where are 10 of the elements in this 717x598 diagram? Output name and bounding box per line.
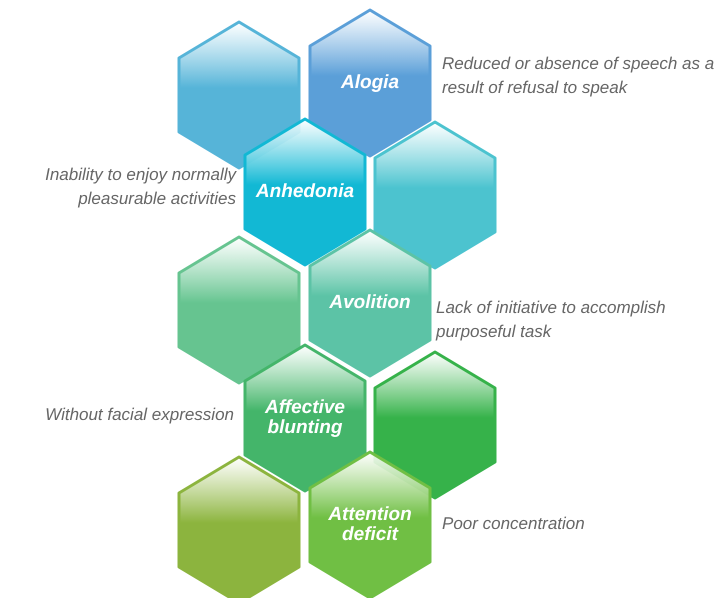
hexagon-label: Anhedonia <box>254 182 356 202</box>
description-text: Lack of initiative to accomplish purposeful task <box>436 297 667 343</box>
description-text: Without facial expression <box>44 404 234 426</box>
description-text: Poor concentration <box>442 513 586 535</box>
hexagon-label: Alogia <box>340 73 400 93</box>
hexagon-label: Attention deficit <box>327 505 413 545</box>
description-text: Reduced or absence of speech as a result of refusal to speak <box>442 53 716 99</box>
hexagon-label: Avolition <box>328 293 412 313</box>
hexagon-label: Affective blunting <box>264 398 346 438</box>
description-text: Inability to enjoy normally pleasurable activities <box>44 164 236 210</box>
